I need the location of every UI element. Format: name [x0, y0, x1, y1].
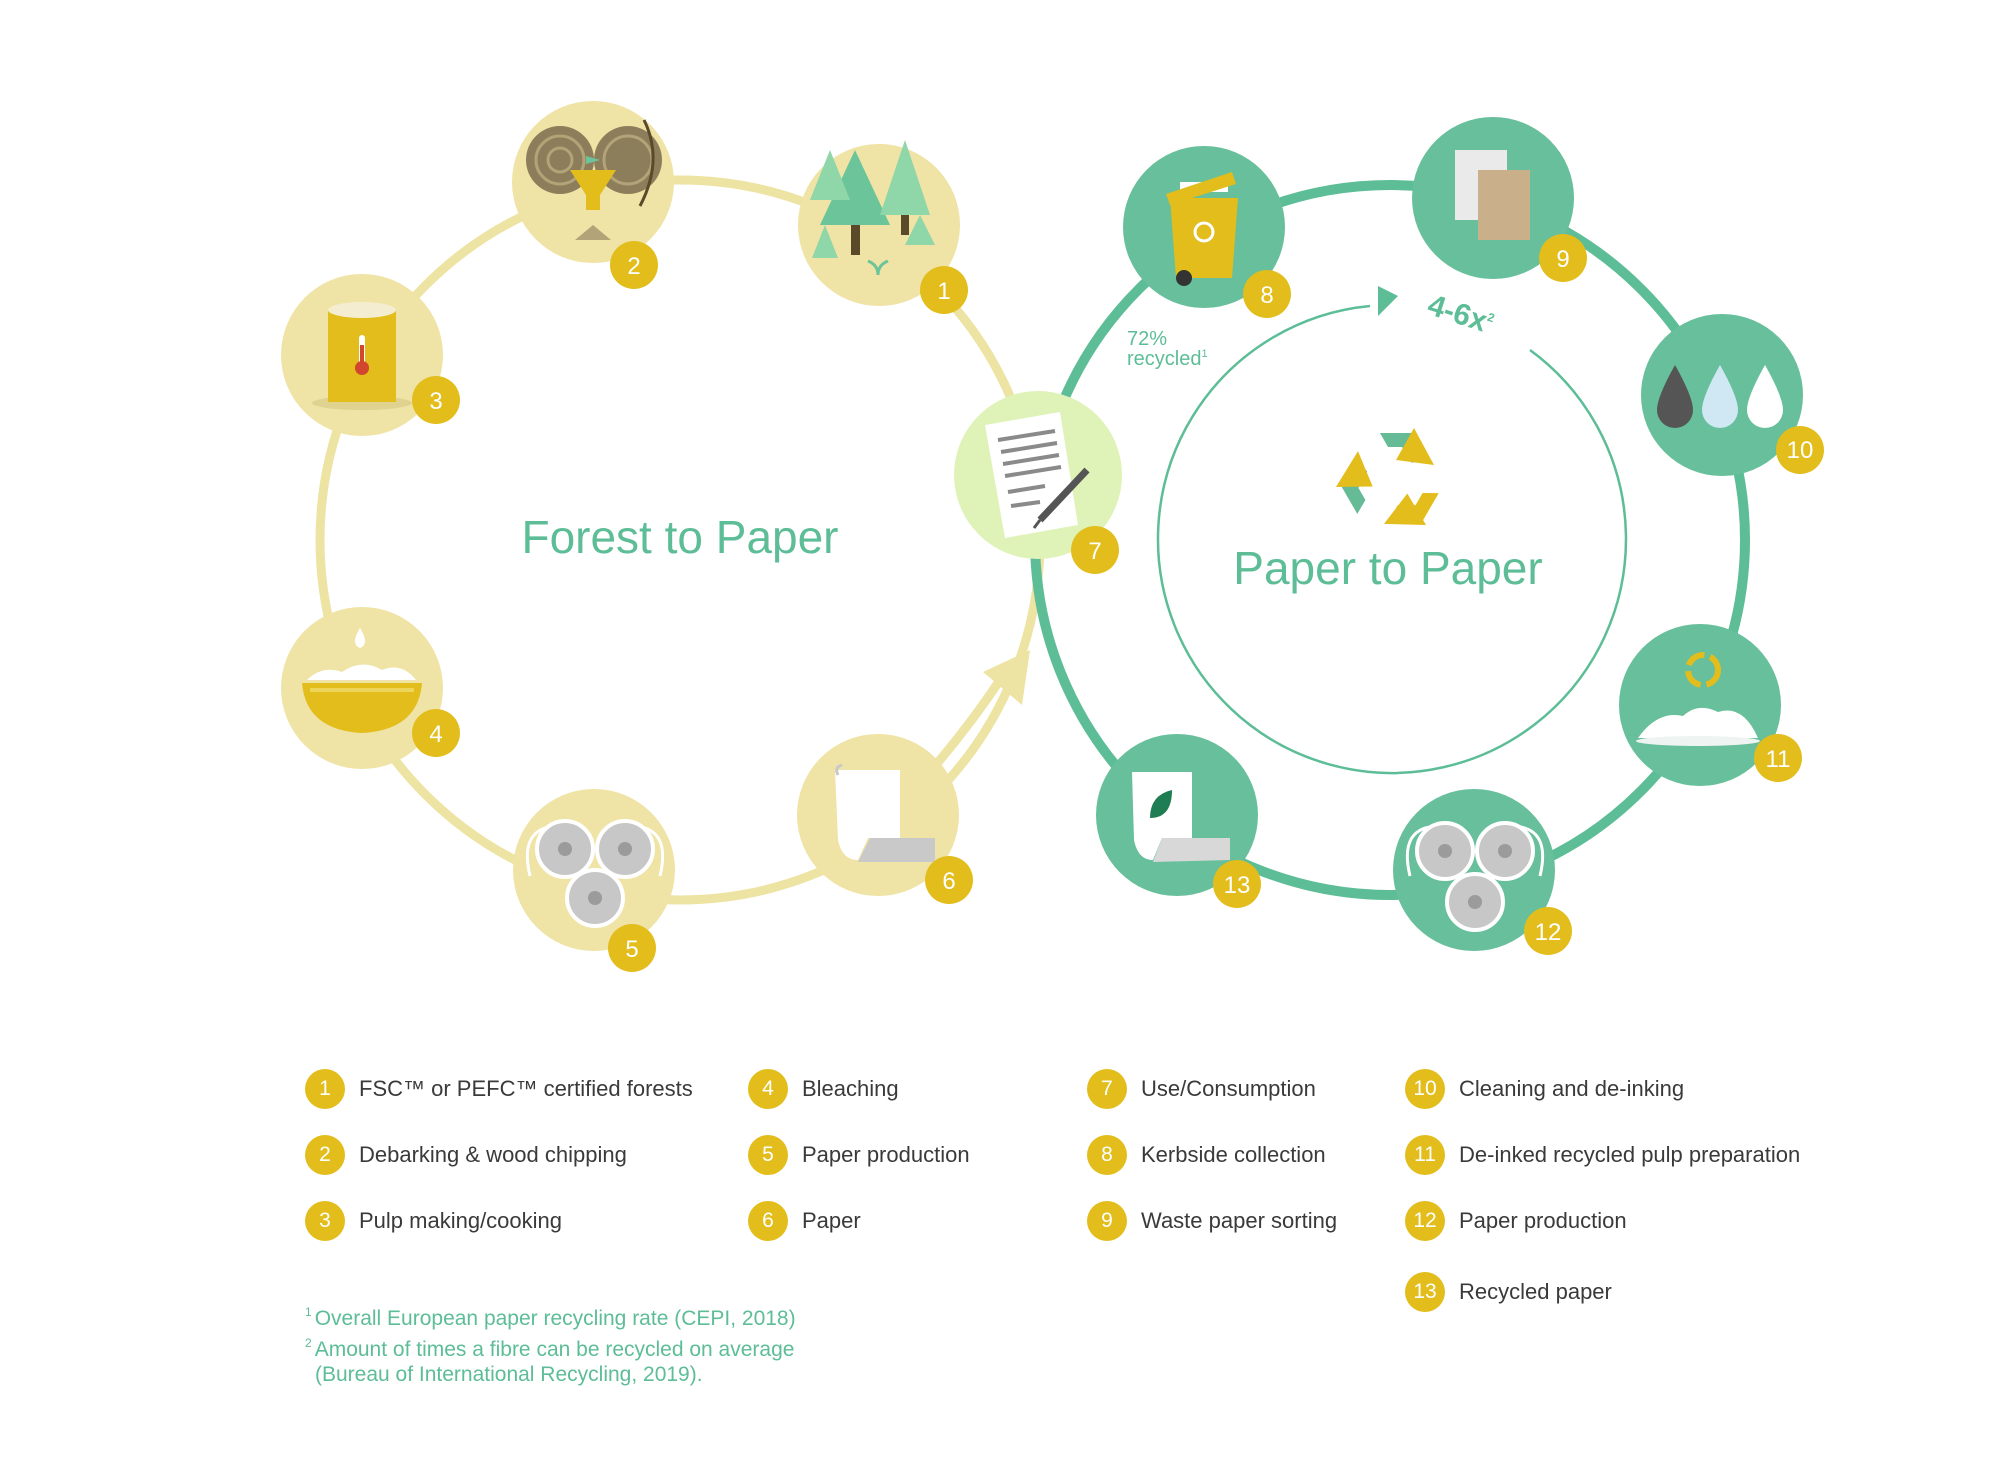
footnote-2-continued: (Bureau of International Recycling, 2019…	[315, 1363, 703, 1387]
node-5-number: 5	[625, 936, 638, 963]
recycle-arrows-icon	[1335, 428, 1439, 526]
legend-label: Waste paper sorting	[1141, 1208, 1338, 1233]
paper-rolls-icon	[1405, 821, 1545, 932]
legend-item-11: 11 De-inked recycled pulp preparation	[1405, 1135, 1800, 1175]
paper-sorting-icon	[1455, 150, 1530, 240]
node-9-number: 9	[1556, 246, 1569, 273]
legend-label: Recycled paper	[1459, 1279, 1612, 1304]
legend-badge: 5	[748, 1135, 788, 1175]
forest-to-use-arrowhead	[983, 650, 1030, 705]
legend-item-2: 2 Debarking & wood chipping	[305, 1135, 627, 1175]
node-13-number: 13	[1224, 872, 1251, 899]
paper-sheet-icon	[835, 763, 935, 862]
node-10: 10	[1641, 314, 1824, 476]
legend-badge: 1	[305, 1069, 345, 1109]
legend-label: De-inked recycled pulp preparation	[1459, 1142, 1801, 1167]
legend-label: Paper production	[802, 1142, 970, 1167]
inner-cycle-arc	[1156, 304, 1628, 775]
inner-cycle-arrowhead	[1378, 286, 1398, 316]
paper-rolls-icon	[525, 819, 665, 928]
legend-label: Bleaching	[802, 1076, 899, 1101]
legend-item-7: 7 Use/Consumption	[1087, 1069, 1316, 1109]
footnote-mark: 1	[305, 1305, 312, 1319]
footnote-text: Amount of times a fibre can be recycled …	[314, 1338, 795, 1361]
node-4-number: 4	[429, 721, 442, 748]
node-11-number: 11	[1766, 746, 1791, 773]
recycled-percentage: 72%	[1127, 328, 1167, 350]
legend-label: Kerbside collection	[1141, 1142, 1326, 1167]
legend-item-12: 12 Paper production	[1405, 1201, 1627, 1241]
legend-label: FSC™ or PEFC™ certified forests	[359, 1076, 693, 1101]
node-11: 11	[1619, 624, 1802, 786]
recycled-pulp-icon	[1636, 652, 1760, 746]
node-9: 9	[1412, 117, 1587, 282]
legend-label: Cleaning and de-inking	[1459, 1076, 1685, 1101]
legend-badge: 9	[1087, 1201, 1127, 1241]
bleaching-bowl-icon	[302, 628, 422, 733]
node-3: 3	[281, 274, 460, 436]
pulp-vat-thermometer-icon	[312, 302, 412, 410]
legend-badge: 8	[1087, 1135, 1127, 1175]
legend-item-10: 10 Cleaning and de-inking	[1405, 1069, 1684, 1109]
node-8: 8	[1123, 146, 1291, 318]
recycle-times-label: 4-6x2	[1424, 289, 1498, 341]
forest-trees-icon	[810, 140, 935, 276]
legend-item-8: 8 Kerbside collection	[1087, 1135, 1326, 1175]
legend-item-5: 5 Paper production	[748, 1135, 970, 1175]
node-6: 6	[797, 734, 973, 904]
legend-badge: 4	[748, 1069, 788, 1109]
node-1-number: 1	[937, 278, 950, 305]
legend-badge: 2	[305, 1135, 345, 1175]
legend-label: Pulp making/cooking	[359, 1208, 563, 1233]
legend-item-6: 6 Paper	[748, 1201, 861, 1241]
legend-badge: 13	[1405, 1272, 1445, 1312]
node-6-number: 6	[942, 868, 955, 895]
legend-badge: 6	[748, 1201, 788, 1241]
node-2-number: 2	[627, 253, 640, 280]
legend-badge: 3	[305, 1201, 345, 1241]
footnote-text: (Bureau of International Recycling, 2019…	[315, 1363, 703, 1386]
legend-badge: 12	[1405, 1201, 1445, 1241]
node-7: 7	[954, 391, 1122, 574]
document-pen-icon	[985, 412, 1090, 538]
legend-label: Paper production	[1459, 1208, 1627, 1233]
legend-item-4: 4 Bleaching	[748, 1069, 899, 1109]
node-12: 12	[1393, 789, 1572, 955]
recycled-paper-icon	[1132, 772, 1230, 862]
recycling-bin-icon	[1166, 172, 1238, 286]
node-4: 4	[281, 607, 460, 769]
recycled-label: recycled1	[1127, 348, 1208, 370]
footnote-text: Overall European paper recycling rate (C…	[314, 1307, 796, 1330]
debarking-logs-icon	[526, 119, 662, 240]
node-8-number: 8	[1260, 282, 1273, 309]
legend-label: Debarking & wood chipping	[359, 1142, 627, 1167]
node-5: 5	[513, 789, 675, 972]
paper-cycle-title: Paper to Paper	[1233, 542, 1542, 594]
footnote-mark: 2	[305, 1336, 312, 1350]
node-7-number: 7	[1088, 538, 1101, 565]
legend-item-1: 1 FSC™ or PEFC™ certified forests	[305, 1069, 693, 1109]
legend-badge: 10	[1405, 1069, 1445, 1109]
legend-badge: 7	[1087, 1069, 1127, 1109]
legend-item-9: 9 Waste paper sorting	[1087, 1201, 1337, 1241]
legend-label: Use/Consumption	[1141, 1076, 1316, 1101]
node-12-number: 12	[1535, 919, 1562, 946]
legend-label: Paper	[802, 1208, 861, 1233]
legend-badge: 11	[1405, 1135, 1445, 1175]
node-3-number: 3	[429, 388, 442, 415]
legend-item-13: 13 Recycled paper	[1405, 1272, 1612, 1312]
node-1: 1	[798, 140, 968, 314]
ink-drops-icon	[1657, 365, 1783, 428]
node-10-number: 10	[1787, 437, 1814, 464]
forest-cycle-title: Forest to Paper	[521, 511, 838, 563]
node-13: 13	[1096, 734, 1261, 908]
legend-item-3: 3 Pulp making/cooking	[305, 1201, 562, 1241]
node-2: 2	[512, 101, 674, 289]
